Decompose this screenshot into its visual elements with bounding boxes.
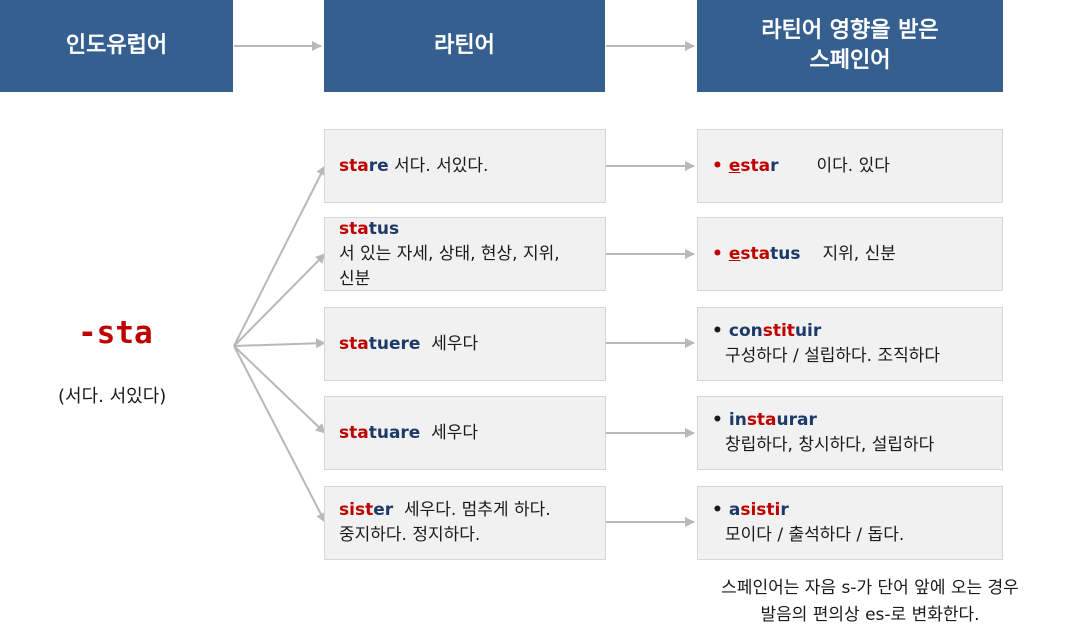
footnote-line1: 스페인어는 자음 s-가 단어 앞에 오는 경우 — [721, 578, 1019, 598]
spanish-meaning: 이다. 있다 — [816, 155, 890, 176]
bullet-icon: • — [712, 155, 723, 176]
latin-meaning: 세우다 — [431, 333, 479, 354]
spanish-stem: sta — [746, 410, 777, 430]
spanish-stem: sta — [740, 243, 771, 264]
latin-stem: sta — [339, 155, 369, 176]
latin-box-sister: sister 세우다. 멈추게 하다. 중지하다. 정지하다. — [324, 486, 606, 560]
spanish-box-constituir: •constituir 구성하다 / 설립하다. 조직하다 — [697, 307, 1003, 381]
header-pie-label: 인도유럽어 — [65, 33, 168, 58]
fan-arrow-3 — [233, 338, 326, 349]
bullet-icon: • — [712, 500, 723, 520]
bullet-icon: • — [712, 410, 723, 430]
spanish-stem: stit — [762, 321, 795, 341]
header-spanish: 라틴어 영향을 받은 스페인어 — [697, 0, 1003, 92]
latin-meaning-line1: 서 있는 자세, 상태, 현상, 지위, — [339, 243, 560, 264]
spanish-meaning: 모이다 / 출석하다 / 돕다. — [725, 525, 905, 545]
latin-meaning: 서다. 서있다. — [394, 155, 489, 176]
latin-rest: re — [368, 155, 389, 176]
latin-meaning-line2: 중지하다. 정지하다. — [339, 525, 481, 545]
latin-stem: sta — [339, 218, 369, 239]
latin-stem: sta — [339, 333, 369, 354]
spanish-meaning: 창립하다, 창시하다, 설립하다 — [725, 435, 935, 455]
spanish-stem: sta — [740, 155, 771, 176]
spanish-prefix: a — [728, 500, 741, 520]
spanish-rest: tus — [770, 243, 801, 264]
footnote-line2: 발음의 편의상 es-로 변화한다. — [760, 605, 980, 625]
spanish-box-estatus: •estatus 지위, 신분 — [697, 217, 1003, 291]
latin-box-statuere: statuere 세우다 — [324, 307, 606, 381]
latin-rest: tuare — [368, 422, 421, 443]
latin-box-stare: stare 서다. 서있다. — [324, 129, 606, 203]
spanish-box-instaurar: •instaurar 창립하다, 창시하다, 설립하다 — [697, 396, 1003, 470]
spanish-rest: urar — [776, 410, 817, 430]
fan-arrow-5 — [233, 345, 326, 523]
latin-meaning-line1: 세우다. 멈추게 하다. — [403, 500, 551, 520]
fan-arrow-4 — [233, 345, 326, 434]
spanish-rest: uir — [794, 321, 822, 341]
spanish-prefix: e — [728, 155, 741, 176]
latin-box-statuare: statuare 세우다 — [324, 396, 606, 470]
spanish-prefix: con — [728, 321, 763, 341]
root-gloss: (서다. 서있다) — [58, 386, 167, 407]
spanish-box-asistir: •asistir 모이다 / 출석하다 / 돕다. — [697, 486, 1003, 560]
latin-box-status: status 서 있는 자세, 상태, 현상, 지위, 신분 — [324, 217, 606, 291]
spanish-meaning: 구성하다 / 설립하다. 조직하다 — [725, 346, 941, 366]
spanish-meaning: 지위, 신분 — [822, 243, 896, 264]
header-latin-label: 라틴어 — [434, 33, 495, 58]
header-latin: 라틴어 — [324, 0, 605, 92]
footnote: 스페인어는 자음 s-가 단어 앞에 오는 경우 발음의 편의상 es-로 변화… — [680, 575, 1060, 629]
latin-rest: er — [373, 500, 394, 520]
spanish-rest: r — [780, 500, 789, 520]
fan-arrow-1 — [233, 165, 326, 347]
latin-meaning: 세우다 — [431, 422, 479, 443]
latin-rest: tus — [368, 218, 400, 239]
spanish-prefix: in — [728, 410, 747, 430]
bullet-icon: • — [712, 321, 723, 341]
spanish-box-estar: •estar 이다. 있다 — [697, 129, 1003, 203]
latin-stem: sta — [339, 422, 369, 443]
spanish-prefix: e — [728, 243, 741, 264]
latin-stem: sist — [339, 500, 374, 520]
fan-arrow-2 — [233, 253, 326, 347]
root-term: -sta — [78, 315, 153, 351]
header-pie: 인도유럽어 — [0, 0, 233, 92]
spanish-stem: sisti — [740, 500, 781, 520]
header-spanish-line2: 스페인어 — [809, 48, 891, 73]
bullet-icon: • — [712, 243, 723, 264]
spanish-rest: r — [770, 155, 779, 176]
latin-rest: tuere — [368, 333, 421, 354]
header-spanish-line1: 라틴어 영향을 받은 — [761, 18, 939, 43]
latin-meaning-line2: 신분 — [339, 268, 371, 289]
